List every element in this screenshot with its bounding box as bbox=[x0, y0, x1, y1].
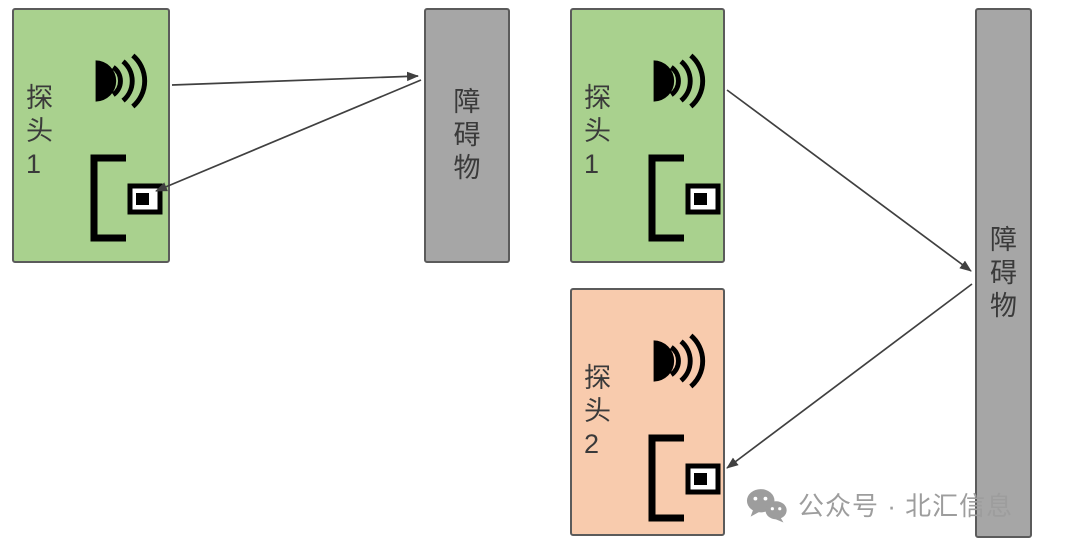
left-emit-arrow bbox=[171, 71, 419, 86]
right-obstacle-label: 障 碍 物 bbox=[990, 224, 1017, 321]
right-probe2-label: 探 头 2 bbox=[584, 363, 611, 459]
wechat-icon bbox=[746, 488, 787, 522]
left-probe1-label: 探 头 1 bbox=[26, 83, 53, 179]
ultrasonic-receiver-icon bbox=[90, 154, 163, 242]
watermark: 公众号 · 北汇信息 bbox=[744, 486, 1013, 523]
right-probe1-label: 探 头 1 bbox=[584, 83, 611, 179]
ultrasonic-receiver-icon bbox=[648, 434, 721, 522]
right-probe2-box: 探 头 2 bbox=[570, 288, 725, 536]
ultrasonic-emitter-icon bbox=[653, 333, 706, 389]
ultrasonic-receiver-icon bbox=[648, 154, 721, 242]
ultrasonic-emitter-icon bbox=[95, 53, 148, 109]
watermark-text: 公众号 · 北汇信息 bbox=[798, 491, 1014, 521]
right-emit-arrow bbox=[726, 89, 972, 272]
right-echo-arrow bbox=[726, 283, 973, 469]
left-probe1-box: 探 头 1 bbox=[12, 8, 170, 263]
left-obstacle-box: 障 碍 物 bbox=[424, 8, 510, 263]
left-obstacle-label: 障 碍 物 bbox=[453, 87, 481, 183]
ultrasonic-emitter-icon bbox=[653, 53, 706, 109]
right-obstacle-box: 障 碍 物 bbox=[975, 8, 1032, 538]
left-echo-arrow bbox=[155, 79, 422, 192]
right-probe1-box: 探 头 1 bbox=[570, 8, 725, 263]
